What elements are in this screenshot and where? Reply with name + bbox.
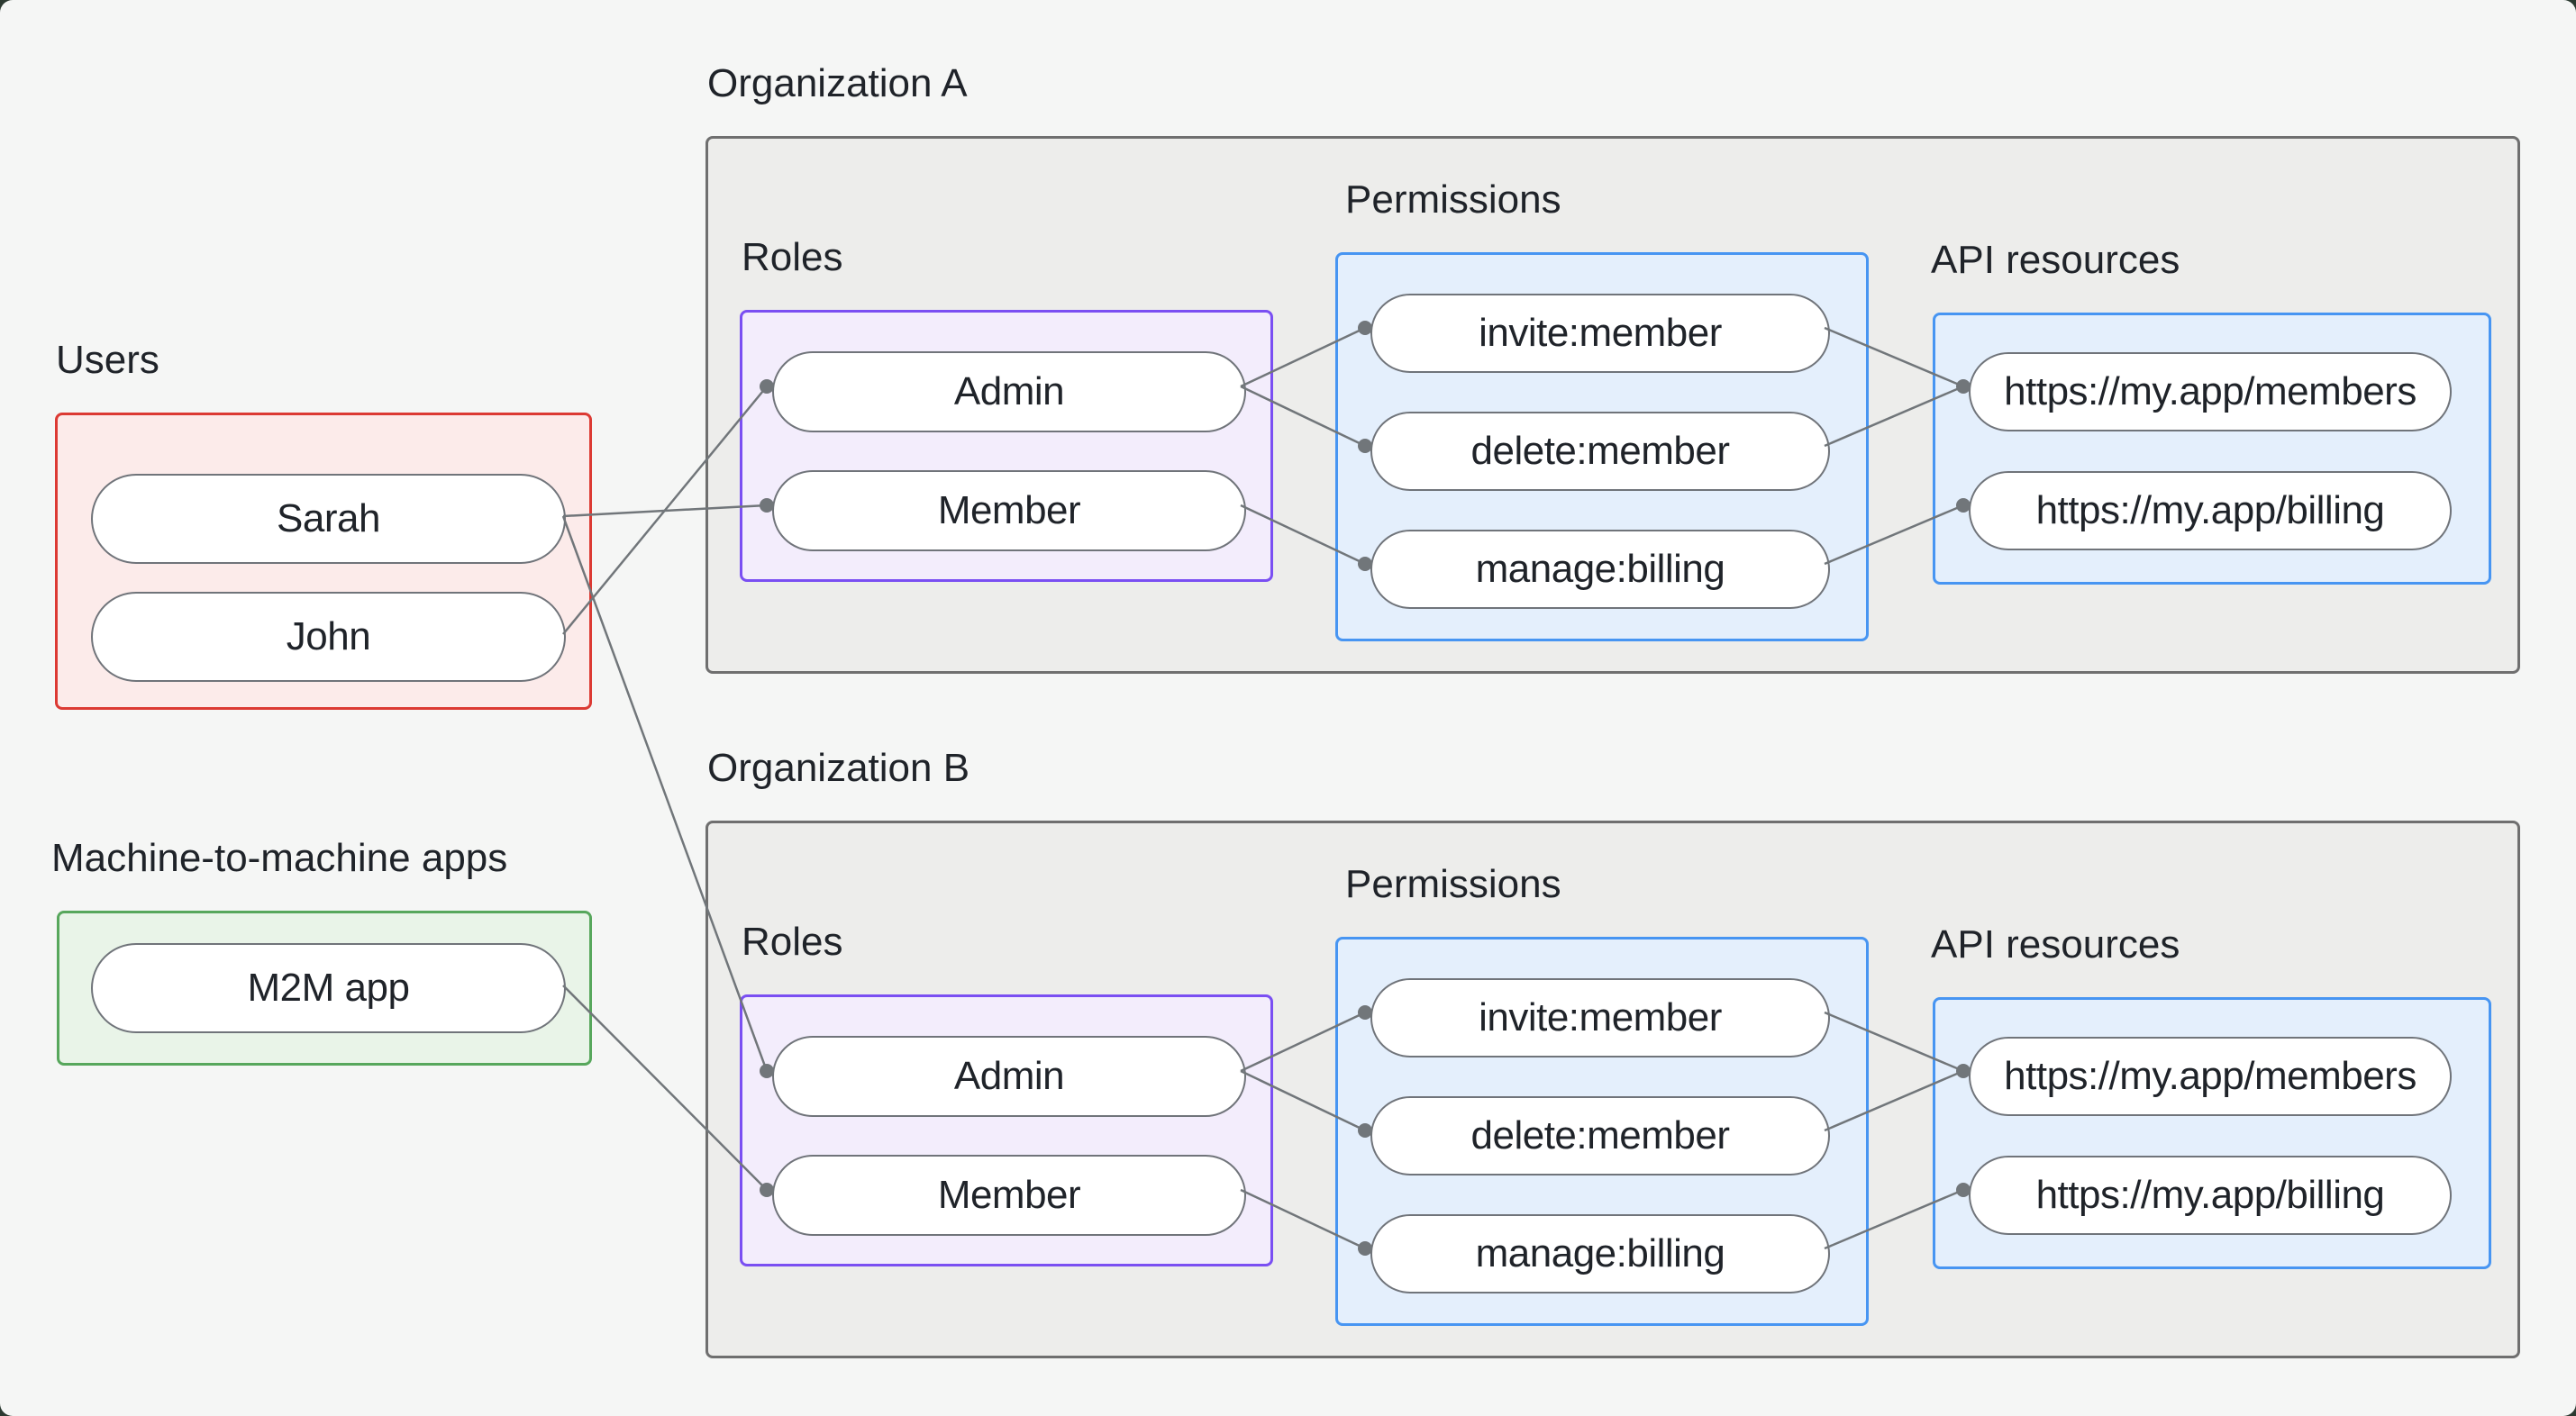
node-orgA-perm-manage: manage:billing (1370, 530, 1830, 609)
orgB-api-label: API resources (1931, 922, 2180, 967)
orgB-roles-box: Admin Member (740, 994, 1273, 1266)
node-user-sarah: Sarah (91, 474, 566, 564)
m2m-group-label: Machine-to-machine apps (51, 836, 508, 880)
m2m-group-box: M2M app (57, 911, 592, 1066)
orgB-permissions-box: invite:member delete:member manage:billi… (1335, 937, 1869, 1326)
node-orgB-perm-manage: manage:billing (1370, 1214, 1830, 1293)
orgB-roles-label: Roles (742, 920, 843, 964)
orgB-permissions-label: Permissions (1345, 862, 1561, 906)
orgB-api-box: https://my.app/members https://my.app/bi… (1933, 997, 2491, 1269)
node-orgA-perm-invite: invite:member (1370, 294, 1830, 373)
orgA-title: Organization A (707, 61, 968, 105)
orgA-api-box: https://my.app/members https://my.app/bi… (1933, 313, 2491, 585)
node-orgA-role-member: Member (772, 470, 1246, 551)
users-group-label: Users (56, 338, 159, 382)
node-app-m2m: M2M app (91, 943, 566, 1033)
node-orgB-perm-delete: delete:member (1370, 1096, 1830, 1175)
node-orgA-perm-delete: delete:member (1370, 412, 1830, 491)
node-orgA-role-admin: Admin (772, 351, 1246, 432)
node-orgB-res-billing: https://my.app/billing (1969, 1156, 2452, 1235)
node-orgA-res-members: https://my.app/members (1969, 352, 2452, 431)
node-user-john: John (91, 592, 566, 682)
node-orgB-perm-invite: invite:member (1370, 978, 1830, 1057)
node-orgB-role-member: Member (772, 1155, 1246, 1236)
orgB-box: Roles Admin Member Permissions invite:me… (705, 821, 2520, 1358)
node-orgA-res-billing: https://my.app/billing (1969, 471, 2452, 550)
orgB-title: Organization B (707, 746, 970, 790)
orgA-permissions-label: Permissions (1345, 177, 1561, 222)
node-orgB-role-admin: Admin (772, 1036, 1246, 1117)
users-group-box: Sarah John (55, 413, 592, 710)
orgA-box: Roles Admin Member Permissions invite:me… (705, 136, 2520, 674)
orgA-permissions-box: invite:member delete:member manage:billi… (1335, 252, 1869, 641)
orgA-roles-box: Admin Member (740, 310, 1273, 582)
orgA-roles-label: Roles (742, 235, 843, 279)
orgA-api-label: API resources (1931, 238, 2180, 282)
node-orgB-res-members: https://my.app/members (1969, 1037, 2452, 1116)
